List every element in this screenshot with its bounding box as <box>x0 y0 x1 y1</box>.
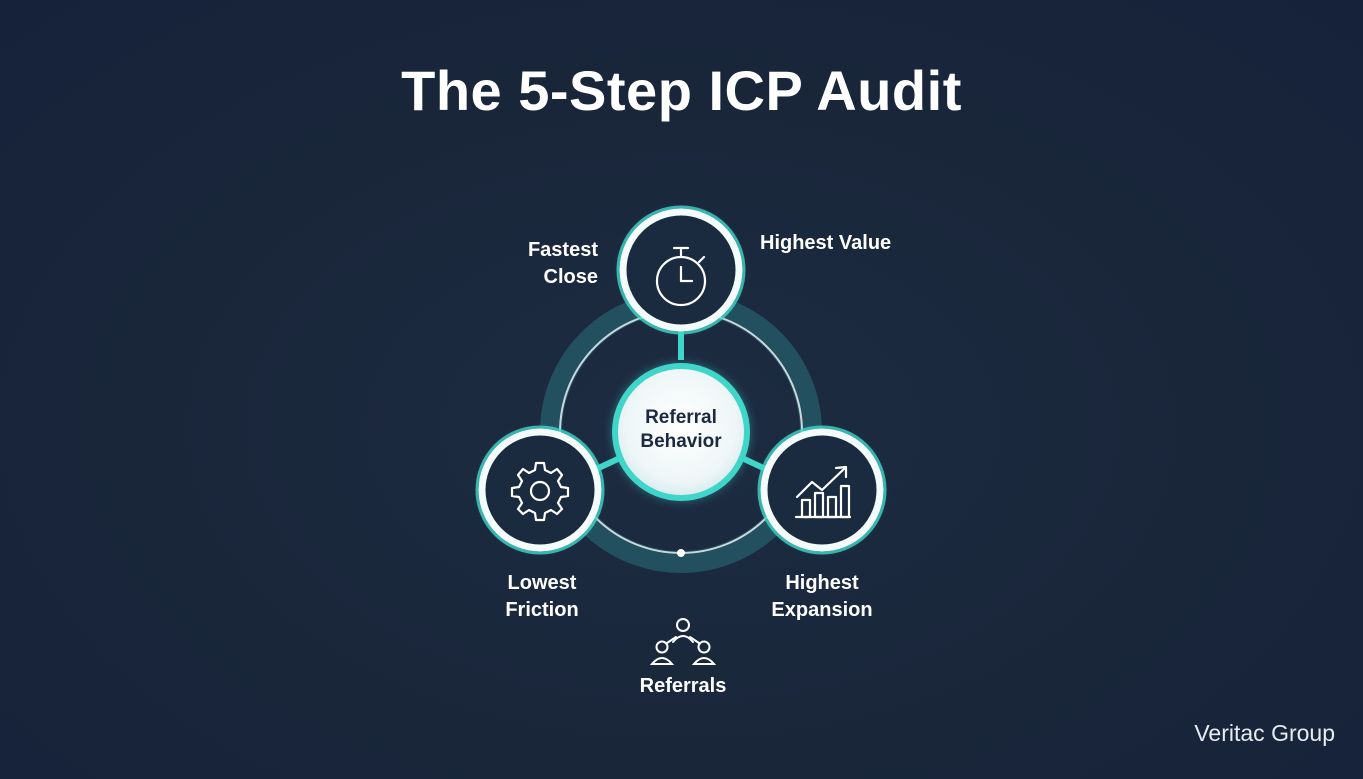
hub-label: Referral Behavior <box>615 406 747 454</box>
stopwatch-icon <box>655 246 707 307</box>
hub-circle <box>612 363 750 501</box>
gear-icon <box>510 461 570 522</box>
label-highest-expansion-line1: Highest <box>785 572 859 594</box>
node-fastest-close <box>616 205 746 335</box>
label-lowest-friction: Lowest Friction <box>482 570 602 624</box>
label-fastest-close: Fastest Close <box>490 237 598 291</box>
label-highest-expansion-line2: Expansion <box>771 599 873 621</box>
label-lowest-friction-line2: Friction <box>505 599 579 621</box>
page-title: The 5-Step ICP Audit <box>401 59 962 122</box>
brand-logo-text: Veritac Group <box>1194 720 1335 746</box>
label-fastest-close-line1: Fastest <box>527 239 598 261</box>
label-referrals-line1: Referrals <box>639 675 727 697</box>
network-people-icon <box>649 618 717 665</box>
label-highest-value: Highest Value <box>760 230 940 257</box>
node-lowest-friction <box>475 425 605 555</box>
hub-label-line2: Behavior <box>640 431 722 452</box>
label-lowest-friction-line1: Lowest <box>507 572 577 594</box>
node-highest-expansion <box>757 425 887 555</box>
label-highest-expansion: Highest Expansion <box>752 570 892 624</box>
label-highest-value-line1: Highest Value <box>760 232 892 254</box>
orbit-dot <box>677 549 685 557</box>
hub-label-line1: Referral <box>645 407 717 428</box>
label-fastest-close-line2: Close <box>543 266 598 288</box>
growth-chart-icon <box>794 465 852 519</box>
label-referrals: Referrals <box>610 673 756 700</box>
